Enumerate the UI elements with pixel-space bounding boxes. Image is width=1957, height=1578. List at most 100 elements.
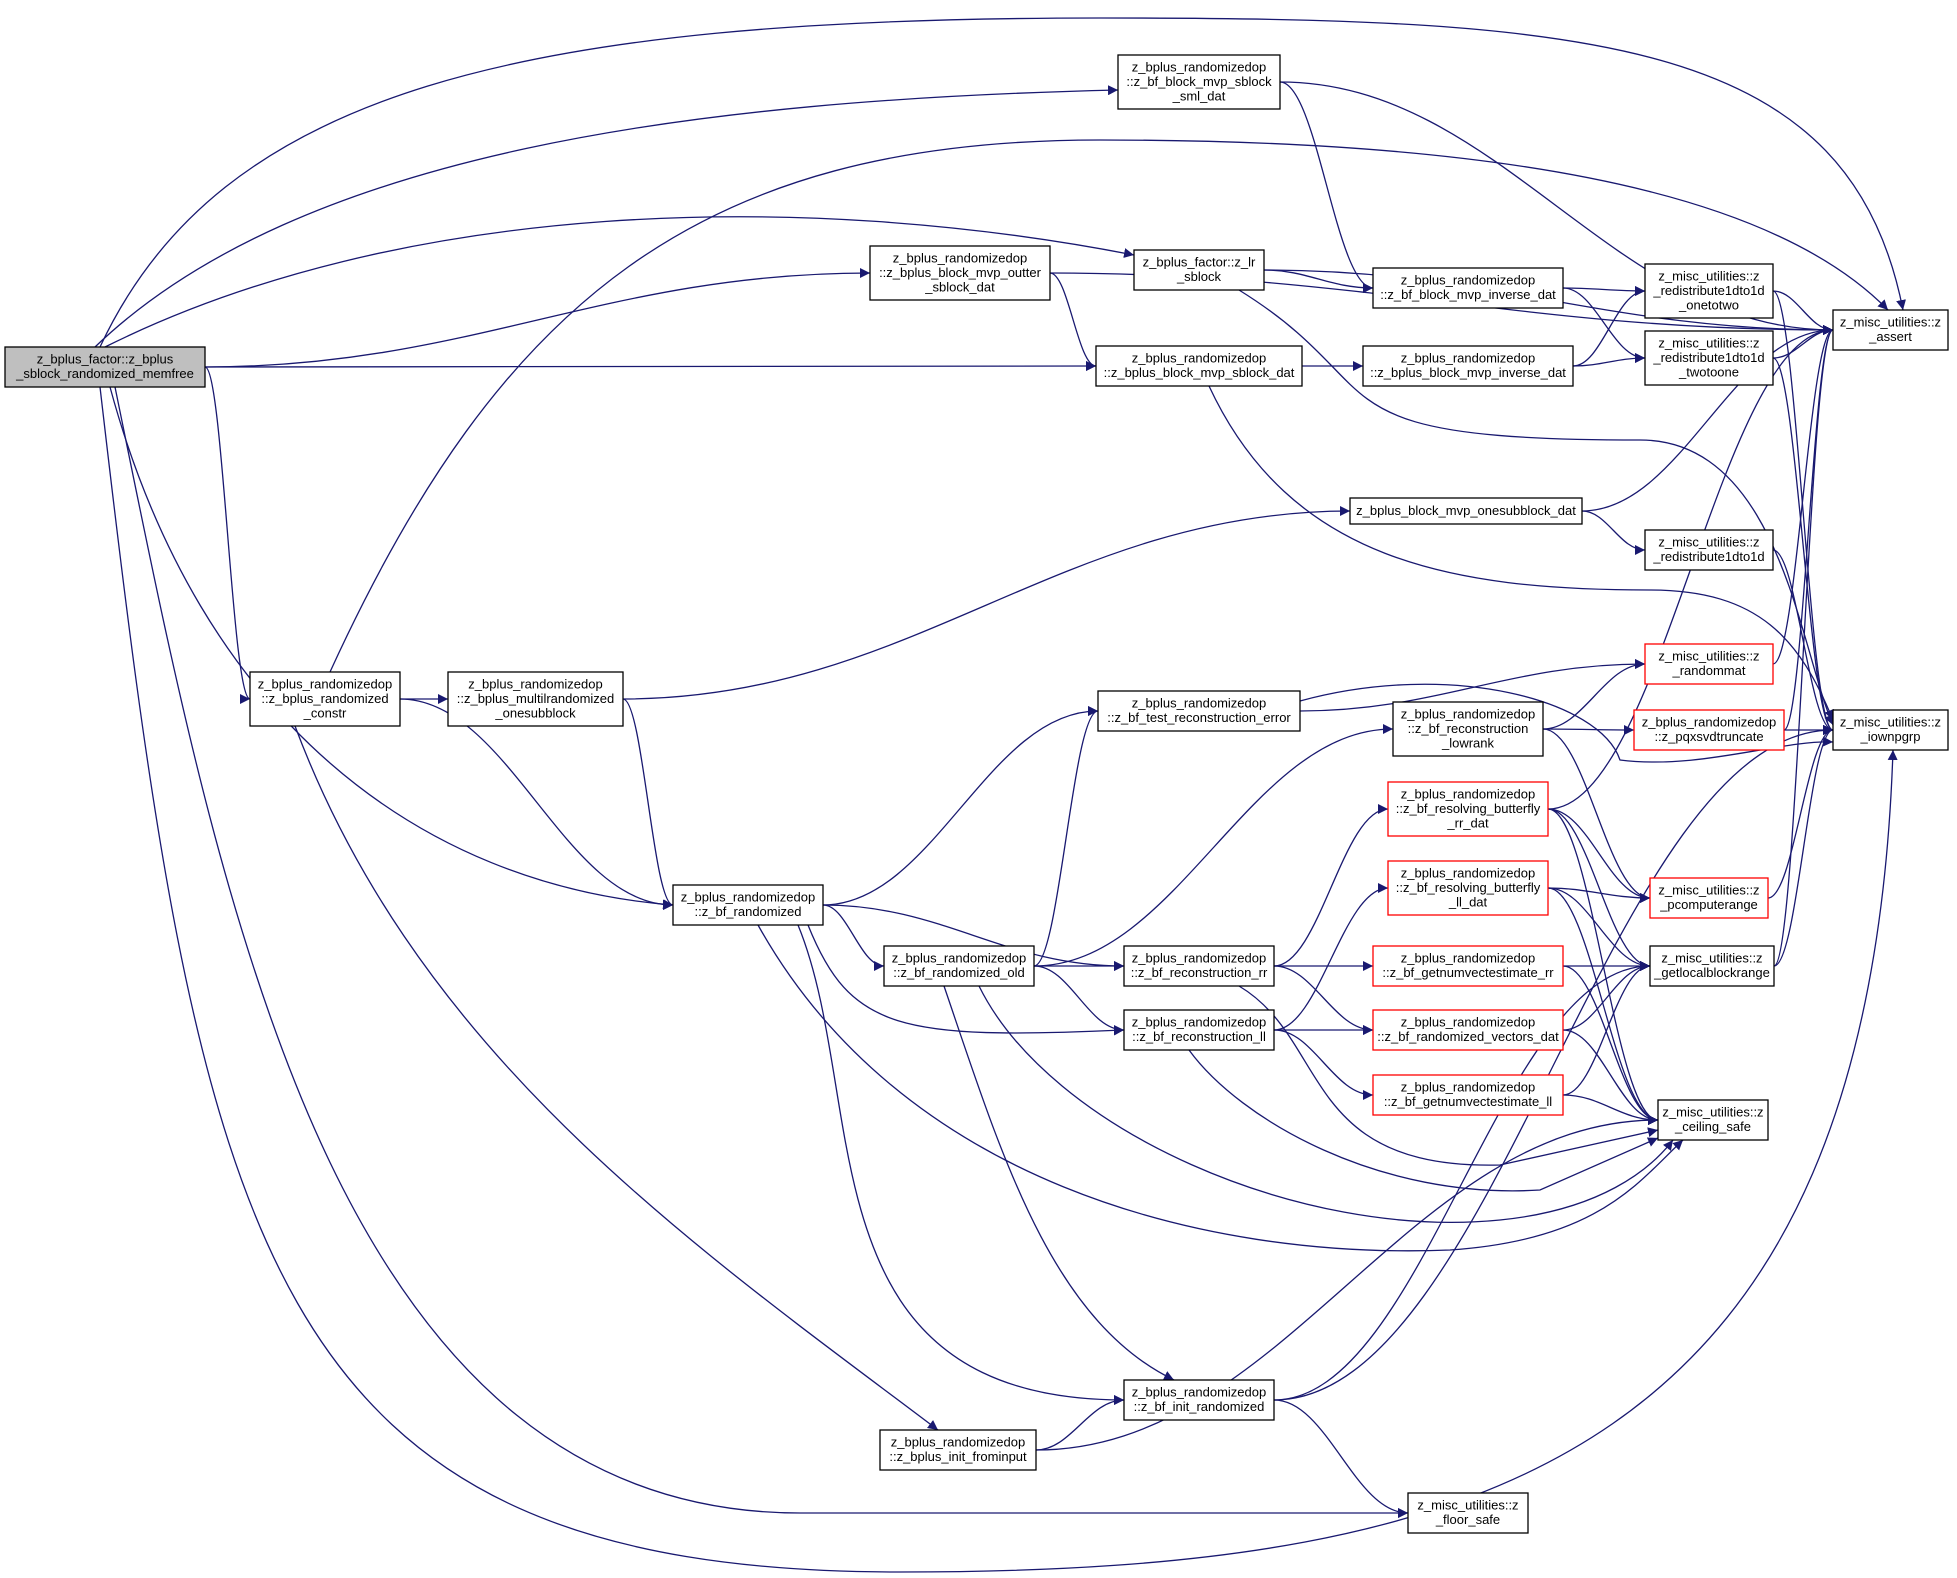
node-outter[interactable]: z_bplus_randomizedop::z_bplus_block_mvp_… bbox=[869, 245, 1051, 301]
edge-bfrand-to-testrec bbox=[822, 706, 1099, 906]
node-assert[interactable]: z_misc_utilities::z_assert bbox=[1832, 309, 1949, 351]
edge-memfree-to-outter bbox=[204, 268, 871, 368]
edge-onesub-to-redist bbox=[1581, 510, 1646, 555]
node-label: z_misc_utilities::z bbox=[1661, 951, 1762, 966]
edge-getll-to-ceiling bbox=[1562, 1094, 1659, 1125]
node-bpinv[interactable]: z_bplus_randomizedop::z_bplus_block_mvp_… bbox=[1362, 345, 1574, 387]
node-recll[interactable]: z_bplus_randomizedop::z_bf_reconstructio… bbox=[1123, 1009, 1275, 1051]
edge-resrr-to-pcomp bbox=[1547, 808, 1651, 903]
node-vecdat[interactable]: z_bplus_randomizedop::z_bf_randomized_ve… bbox=[1372, 1009, 1564, 1051]
node-label: ::z_bplus_block_mvp_inverse_dat bbox=[1370, 365, 1566, 380]
node-frominput[interactable]: z_bplus_randomizedop::z_bplus_init_fromi… bbox=[879, 1429, 1037, 1471]
edge-old-to-lowrank bbox=[1033, 724, 1394, 967]
node-label: z_bplus_randomizedop bbox=[1401, 951, 1535, 966]
edge-getll-to-getlocal bbox=[1562, 961, 1651, 1096]
node-sml[interactable]: z_bplus_randomizedop::z_bf_block_mvp_sbl… bbox=[1117, 54, 1281, 110]
edge-bpinv-to-twotoone bbox=[1572, 353, 1646, 367]
edge-recll-to-resll bbox=[1273, 883, 1389, 1031]
node-label: z_bplus_randomizedop bbox=[681, 890, 815, 905]
node-label: z_bplus_randomizedop bbox=[1401, 786, 1535, 801]
node-label: z_bplus_randomizedop bbox=[1132, 1385, 1266, 1400]
node-label: z_bplus_randomizedop bbox=[468, 676, 602, 691]
node-label: z_misc_utilities::z bbox=[1840, 315, 1941, 330]
node-lr[interactable]: z_bplus_factor::z_lr_sblock bbox=[1133, 249, 1265, 291]
node-resrr[interactable]: z_bplus_randomizedop::z_bf_resolving_but… bbox=[1387, 781, 1549, 837]
node-bfrand[interactable]: z_bplus_randomizedop::z_bf_randomized bbox=[672, 884, 824, 926]
node-resll[interactable]: z_bplus_randomizedop::z_bf_resolving_but… bbox=[1387, 860, 1549, 916]
edge-vecdat-to-ceiling bbox=[1562, 1029, 1659, 1125]
edge-outter-to-sblockdat bbox=[1049, 272, 1097, 371]
edge-frominput-to-init bbox=[1035, 1395, 1125, 1451]
node-box-onetotwo bbox=[1644, 263, 1774, 319]
node-pcomp[interactable]: z_misc_utilities::z_pcomputerange bbox=[1649, 877, 1769, 919]
node-multil[interactable]: z_bplus_randomizedop::z_bplus_multilrand… bbox=[447, 671, 624, 727]
node-bfinv[interactable]: z_bplus_randomizedop::z_bf_block_mvp_inv… bbox=[1372, 267, 1564, 309]
node-label: z_bplus_randomizedop bbox=[1132, 1015, 1266, 1030]
edge-onesub-to-assert bbox=[1581, 325, 1834, 512]
node-testrec[interactable]: z_bplus_randomizedop::z_bf_test_reconstr… bbox=[1097, 690, 1301, 732]
edge-bpinv-to-onetotwo bbox=[1572, 286, 1646, 367]
edge-multil-to-onesub bbox=[622, 506, 1351, 700]
node-label: ::z_bf_block_mvp_inverse_dat bbox=[1380, 287, 1556, 302]
edge-resll-to-pcomp bbox=[1547, 887, 1651, 903]
node-label: z_misc_utilities::z bbox=[1417, 1498, 1518, 1513]
node-lowrank[interactable]: z_bplus_randomizedop::z_bf_reconstructio… bbox=[1392, 701, 1544, 757]
node-label: _getlocalblockrange bbox=[1653, 965, 1770, 980]
node-onetotwo[interactable]: z_misc_utilities::z_redistribute1dto1d_o… bbox=[1644, 263, 1774, 319]
node-box-pcomp bbox=[1649, 877, 1769, 919]
node-label: _constr bbox=[303, 705, 347, 720]
node-box-vecdat bbox=[1372, 1009, 1564, 1051]
edge-constr-to-bfrand bbox=[399, 698, 674, 910]
edge-bfinv-to-onetotwo bbox=[1562, 285, 1646, 296]
node-sblockdat[interactable]: z_bplus_randomizedop::z_bplus_block_mvp_… bbox=[1095, 345, 1303, 387]
edge-redist-to-iownpgrp bbox=[1772, 549, 1834, 735]
edge-getlocal-to-assert bbox=[1773, 325, 1834, 967]
node-init[interactable]: z_bplus_randomizedop::z_bf_init_randomiz… bbox=[1123, 1379, 1275, 1421]
node-label: ::z_bplus_multilrandomized bbox=[457, 691, 615, 706]
node-getlocal[interactable]: z_misc_utilities::z_getlocalblockrange bbox=[1649, 945, 1775, 987]
node-label: z_bplus_randomizedop bbox=[1401, 273, 1535, 288]
node-label: z_bplus_factor::z_bplus bbox=[37, 352, 174, 367]
node-label: ::z_bplus_block_mvp_outter bbox=[879, 265, 1042, 280]
node-label: ::z_bf_randomized_old bbox=[893, 965, 1025, 980]
node-label: ::z_bf_block_mvp_sblock bbox=[1126, 74, 1272, 89]
edge-recll-to-getll bbox=[1273, 1029, 1374, 1100]
node-label: _sblock_randomized_memfree bbox=[15, 366, 194, 381]
node-label: _onetotwo bbox=[1678, 297, 1739, 312]
node-recrr[interactable]: z_bplus_randomizedop::z_bf_reconstructio… bbox=[1123, 945, 1275, 987]
node-label: z_bplus_randomizedop bbox=[1401, 1015, 1535, 1030]
edge-multil-to-bfrand bbox=[622, 698, 674, 910]
edge-resll-to-getlocal bbox=[1547, 887, 1651, 971]
node-box-iownpgrp bbox=[1832, 709, 1949, 751]
node-label: ::z_bf_getnumvectestimate_rr bbox=[1382, 965, 1554, 980]
node-memfree[interactable]: z_bplus_factor::z_bplus_sblock_randomize… bbox=[4, 346, 206, 388]
node-label: z_bplus_randomizedop bbox=[1401, 865, 1535, 880]
node-floor[interactable]: z_misc_utilities::z_floor_safe bbox=[1407, 1492, 1529, 1534]
edge-lowrank-to-pqx bbox=[1542, 724, 1635, 735]
edge-constr-to-frominput bbox=[294, 725, 939, 1431]
node-label: z_bplus_randomizedop bbox=[1132, 951, 1266, 966]
node-twotoone[interactable]: z_misc_utilities::z_redistribute1dto1d_t… bbox=[1644, 330, 1774, 386]
node-label: z_bplus_randomizedop bbox=[1132, 696, 1266, 711]
node-getll[interactable]: z_bplus_randomizedop::z_bf_getnumvectest… bbox=[1372, 1074, 1564, 1116]
node-label: _sml_dat bbox=[1172, 88, 1226, 103]
node-label: _redistribute1dto1d bbox=[1652, 549, 1764, 564]
node-randommat[interactable]: z_misc_utilities::z_randommat bbox=[1644, 643, 1774, 685]
node-label: _onesubblock bbox=[494, 705, 576, 720]
node-pqx[interactable]: z_bplus_randomizedop::z_pqxsvdtruncate bbox=[1633, 709, 1785, 751]
node-label: z_bplus_block_mvp_onesubblock_dat bbox=[1356, 503, 1576, 518]
node-iownpgrp[interactable]: z_misc_utilities::z_iownpgrp bbox=[1832, 709, 1949, 751]
node-getrr[interactable]: z_bplus_randomizedop::z_bf_getnumvectest… bbox=[1372, 945, 1564, 987]
edge-twotoone-to-iownpgrp bbox=[1772, 357, 1834, 735]
node-label: _randommat bbox=[1672, 663, 1746, 678]
edge-frominput-to-ceiling bbox=[1035, 1115, 1659, 1451]
nodes-layer: z_bplus_factor::z_bplus_sblock_randomize… bbox=[4, 54, 1949, 1534]
node-old[interactable]: z_bplus_randomizedop::z_bf_randomized_ol… bbox=[883, 945, 1035, 987]
node-constr[interactable]: z_bplus_randomizedop::z_bplus_randomized… bbox=[249, 671, 401, 727]
node-redist[interactable]: z_misc_utilities::z_redistribute1dto1d bbox=[1644, 529, 1774, 571]
edge-memfree-to-sml bbox=[94, 85, 1119, 348]
node-ceiling[interactable]: z_misc_utilities::z_ceiling_safe bbox=[1657, 1099, 1769, 1141]
node-onesub[interactable]: z_bplus_block_mvp_onesubblock_dat bbox=[1349, 497, 1583, 525]
node-label: ::z_pqxsvdtruncate bbox=[1654, 729, 1763, 744]
